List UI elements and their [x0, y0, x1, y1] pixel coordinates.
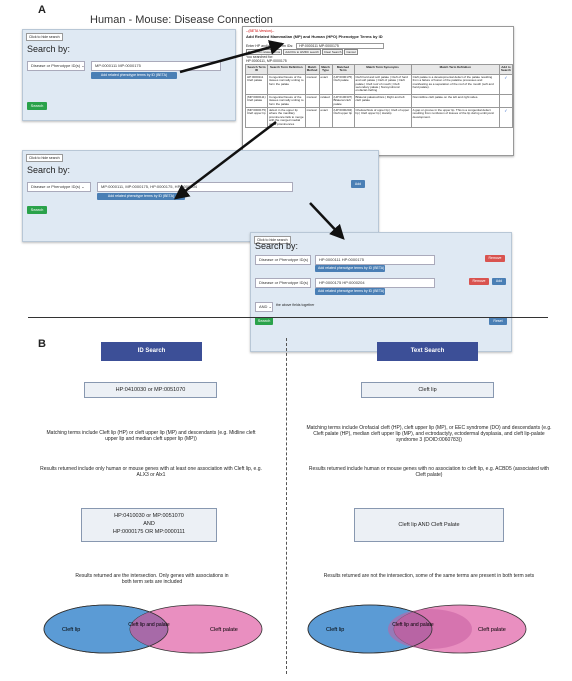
panel-divider	[28, 317, 548, 318]
add-related-terms-button[interactable]: Add related phenotype terms by ID (BETA)	[91, 72, 177, 79]
table-cell: Congenital fissure of the tissues normal…	[267, 93, 306, 109]
search-panel-1: Click to hide search Search by: Disease …	[22, 29, 236, 121]
table-cell: (HP:0100337) Bilateral cleft palate	[331, 93, 355, 109]
panel-b-label: B	[38, 338, 46, 350]
venn-label-right: Cleft palate	[210, 627, 238, 633]
text-search-combined-terms-box: Cleft lip AND Cleft Palate	[354, 508, 504, 542]
search-button[interactable]: Search	[27, 102, 47, 110]
arrow-to-table	[179, 40, 285, 74]
table-cell: Cheiloschisis of upper lip | Cleft of up…	[353, 107, 412, 129]
searched-for-label: You searched for:	[246, 55, 274, 59]
text-search-term-box: Cleft lip	[361, 382, 494, 398]
hide-search-button[interactable]: Click to hide search	[26, 154, 63, 162]
arrow-to-screen2	[174, 121, 277, 200]
hide-search-button[interactable]: Click to hide search	[26, 33, 63, 41]
search-by-label: Search by:	[27, 44, 71, 54]
venn-label-middle-text: Cleft lip and palate	[128, 622, 170, 628]
and-fields-text: the above fields together	[276, 303, 315, 307]
search-panel-3: Click to hide search Search by: Disease …	[250, 232, 512, 352]
table-header-row: Search Term ID Search Term Definition Ma…	[244, 64, 513, 75]
searched-for-block: You searched for: HP:0000111, MP:0000175	[246, 55, 287, 63]
table-row: (MP:0000175) Cleft upper lip defect in t…	[244, 107, 513, 129]
venn-label-left: Cleft lip	[326, 627, 344, 633]
venn-shared-terms-region	[388, 609, 472, 649]
remove-button-2[interactable]: Remove	[469, 278, 489, 285]
search-id-input-1[interactable]: HP:0000111 HP:0000175	[315, 255, 435, 265]
and-or-select[interactable]: AND ⌄	[255, 302, 273, 312]
column-divider	[286, 338, 287, 674]
table-cell: defect in the upper lip where the maxill…	[267, 107, 306, 129]
id-search-combined-terms-box: HP:0410030 or MP:0051070 AND HP:0000175 …	[81, 508, 217, 542]
table-cell: (MP:0000175) Cleft upper lip	[244, 107, 269, 129]
search-button[interactable]: Search	[27, 206, 47, 214]
search-type-select-1[interactable]: Disease or Phenotype ID(s) ⌄	[255, 255, 311, 265]
search-type-select[interactable]: Disease or Phenotype ID(s) ⌄	[27, 182, 91, 192]
searched-for-value: HP:0000111, MP:0000175	[246, 59, 287, 63]
figure-title: Human - Mouse: Disease Connection	[90, 14, 273, 26]
table-row: HP:0000111 Cleft palate Congenital fissu…	[244, 73, 513, 95]
hide-search-button[interactable]: Click to hide search	[254, 236, 291, 244]
table-cell: HP:0000111 Cleft palate	[244, 73, 269, 95]
table-cell: (MP:0000111) Cleft palate	[244, 93, 269, 109]
add-button[interactable]: Add	[492, 278, 506, 285]
panel-a-label: A	[38, 4, 46, 16]
add-related-terms-button[interactable]: Add related phenotype terms by ID (BETA)	[97, 193, 185, 200]
search-id-input[interactable]: MP:0000111 MP:0000175	[91, 61, 221, 71]
related-terms-table: Search Term ID Search Term Definition Ma…	[244, 64, 513, 129]
table-cell: manual	[304, 93, 320, 109]
search-by-label: Search by:	[27, 165, 71, 175]
add-related-terms-button-1[interactable]: Add related phenotype terms by ID (BETA)	[315, 265, 385, 272]
search-by-label: Search by:	[255, 241, 299, 251]
table-cell: manual	[304, 107, 320, 129]
add-button[interactable]: Add	[351, 180, 365, 188]
related-terms-table-view: --(BETA Version)-- Add Related Mammalian…	[242, 26, 514, 156]
venn-label-left: Cleft lip	[62, 627, 80, 633]
table-cell: Cleft palate is a developmental defect o…	[410, 73, 500, 95]
id-search-venn: Cleft lip Cleft lip and palate Cleft pal…	[43, 604, 263, 654]
beta-version-label: --(BETA Version)--	[246, 29, 275, 33]
text-search-venn: Cleft lip Cleft lip and palate Cleft pal…	[307, 604, 527, 654]
search-id-input-2[interactable]: HP:0000175 HP:0000204	[315, 278, 435, 288]
table-view-heading: Add Related Mammalian (MP) and Human (HP…	[246, 34, 383, 39]
reset-button[interactable]: Reset	[489, 317, 507, 325]
text-search-non-intersection-text: Results returned are not the intersectio…	[323, 573, 535, 579]
venn-label-middle: Cleft lip and palate	[128, 622, 170, 628]
text-search-results-text: Results returned include human or mouse …	[308, 466, 550, 479]
combined-term-and: AND	[143, 521, 155, 527]
combined-term-line-2: HP:0000175 OR MP:0000111	[112, 529, 186, 535]
text-search-header: Text Search	[377, 342, 478, 361]
id-search-intersection-text: Results returned are the intersection. O…	[75, 573, 229, 586]
add-related-terms-button-2[interactable]: Add related phenotype terms by ID (BETA)	[315, 288, 385, 295]
search-panel-2: Click to hide search Search by: Disease …	[22, 150, 379, 242]
venn-label-middle-text: Cleft lip and palate	[392, 622, 434, 628]
search-type-select[interactable]: Disease or Phenotype ID(s) ⌄	[27, 61, 85, 71]
search-button[interactable]: Search	[255, 317, 273, 325]
venn-label-middle: Cleft lip and palate	[392, 622, 434, 628]
add-to-search-checkbox[interactable]	[498, 93, 513, 109]
clear-search-button[interactable]: Clear Search	[321, 49, 344, 55]
table-cell: Cleft hard and soft palate | Cleft of ha…	[353, 73, 412, 95]
search-type-select-2[interactable]: Disease or Phenotype ID(s) ⌄	[255, 278, 311, 288]
enter-ids-input[interactable]: HP:0000111 MP:0000175	[296, 43, 385, 49]
id-search-term-box: HP:0410030 or MP:0051070	[84, 382, 217, 398]
text-search-matching-text: Matching terms include Orofacial cleft (…	[306, 425, 552, 444]
id-search-results-text: Results returned include only human or m…	[40, 466, 262, 479]
table-row: (MP:0000111) Cleft palate Congenital fis…	[244, 93, 513, 109]
flow-arrows	[174, 40, 345, 240]
id-search-matching-text: Matching terms include Cleft lip (HP) or…	[46, 430, 256, 443]
id-search-header: ID Search	[101, 342, 202, 361]
combined-term-line-1: HP:0410030 or MP:0051070	[114, 513, 184, 519]
venn-label-right: Cleft palate	[478, 627, 506, 633]
remove-button-1[interactable]: Remove	[485, 255, 505, 262]
cancel-button[interactable]: Cancel	[344, 49, 358, 55]
add-to-search-checkbox[interactable]: ✓	[498, 107, 513, 129]
arrow-to-screen3	[309, 202, 345, 240]
